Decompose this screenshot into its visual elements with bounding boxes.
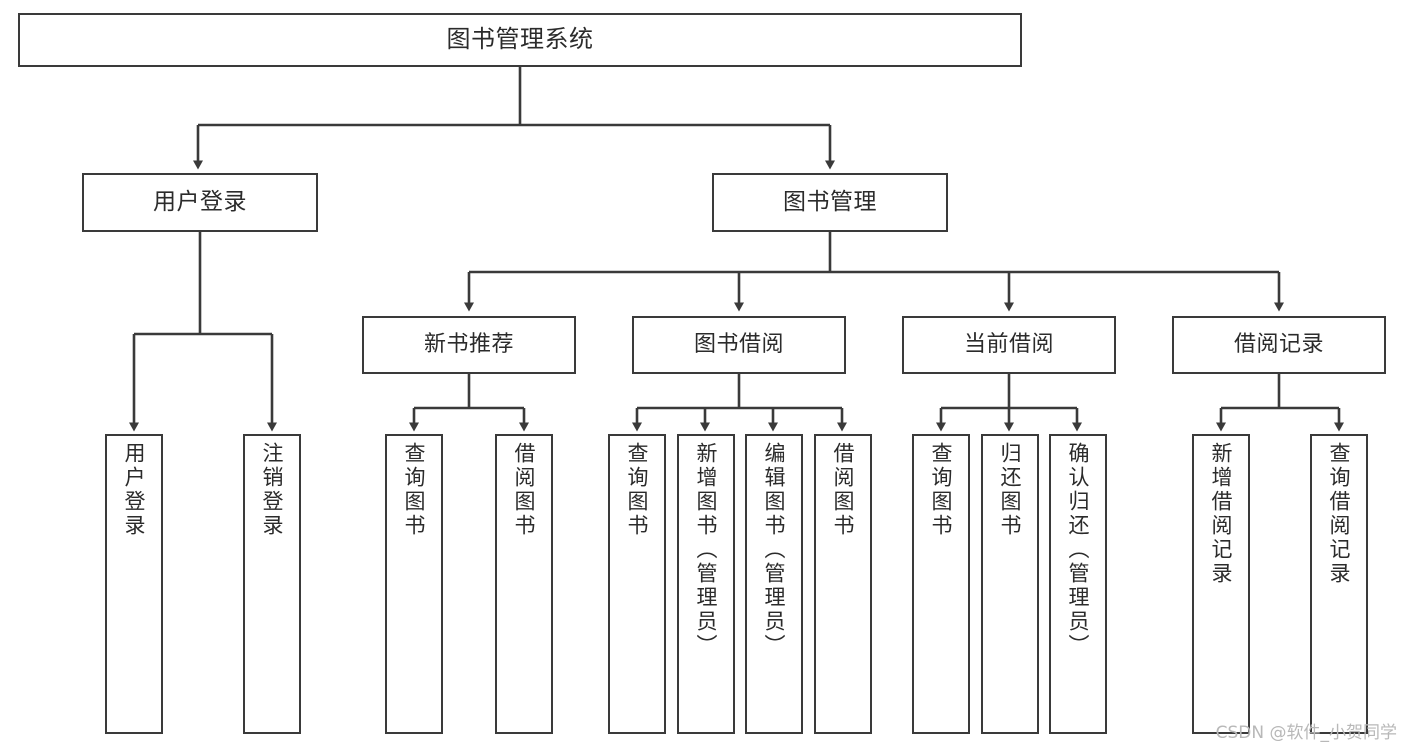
leaf-label: 注销登录 xyxy=(260,442,285,538)
leaf-user-login-0[interactable]: 用户登录 xyxy=(105,434,163,734)
node-label: 当前借阅 xyxy=(963,332,1054,358)
leaf-label: 查询图书 xyxy=(402,442,427,538)
leaf-borrow-record-0[interactable]: 新增借阅记录 xyxy=(1192,434,1250,734)
node-label: 借阅记录 xyxy=(1233,332,1324,358)
leaf-label: 查询图书 xyxy=(625,442,650,538)
node-label: 新书推荐 xyxy=(423,332,514,358)
leaf-book-borrow-1[interactable]: 新增图书（管理员） xyxy=(677,434,735,734)
csdn-watermark: CSDN @软件_小贺同学 xyxy=(1215,723,1397,743)
leaf-label: 查询借阅记录 xyxy=(1327,442,1352,586)
node-user-login[interactable]: 用户登录 xyxy=(82,173,318,232)
leaf-current-borrow-1[interactable]: 归还图书 xyxy=(981,434,1039,734)
node-label: 图书借阅 xyxy=(693,332,784,358)
leaf-new-book-1[interactable]: 借阅图书 xyxy=(495,434,553,734)
leaf-label: 新增图书（管理员） xyxy=(694,442,719,658)
leaf-current-borrow-0[interactable]: 查询图书 xyxy=(912,434,970,734)
node-book-borrow[interactable]: 图书借阅 xyxy=(632,316,846,374)
node-book-manage[interactable]: 图书管理 xyxy=(712,173,948,232)
node-new-book-recommend[interactable]: 新书推荐 xyxy=(362,316,576,374)
leaf-label: 查询图书 xyxy=(929,442,954,538)
leaf-user-login-1[interactable]: 注销登录 xyxy=(243,434,301,734)
node-label: 用户登录 xyxy=(153,189,247,216)
node-root-system[interactable]: 图书管理系统 xyxy=(18,13,1022,67)
leaf-book-borrow-0[interactable]: 查询图书 xyxy=(608,434,666,734)
leaf-label: 归还图书 xyxy=(998,442,1023,538)
leaf-borrow-record-1[interactable]: 查询借阅记录 xyxy=(1310,434,1368,734)
node-borrow-record[interactable]: 借阅记录 xyxy=(1172,316,1386,374)
leaf-label: 用户登录 xyxy=(122,442,147,538)
leaf-label: 借阅图书 xyxy=(831,442,856,538)
leaf-new-book-0[interactable]: 查询图书 xyxy=(385,434,443,734)
node-label: 图书管理系统 xyxy=(446,25,594,54)
leaf-current-borrow-2[interactable]: 确认归还（管理员） xyxy=(1049,434,1107,734)
leaf-label: 确认归还（管理员） xyxy=(1066,442,1091,658)
leaf-label: 编辑图书（管理员） xyxy=(762,442,787,658)
leaf-book-borrow-2[interactable]: 编辑图书（管理员） xyxy=(745,434,803,734)
leaf-book-borrow-3[interactable]: 借阅图书 xyxy=(814,434,872,734)
leaf-label: 借阅图书 xyxy=(512,442,537,538)
node-current-borrow[interactable]: 当前借阅 xyxy=(902,316,1116,374)
node-label: 图书管理 xyxy=(783,189,877,216)
leaf-label: 新增借阅记录 xyxy=(1209,442,1234,586)
